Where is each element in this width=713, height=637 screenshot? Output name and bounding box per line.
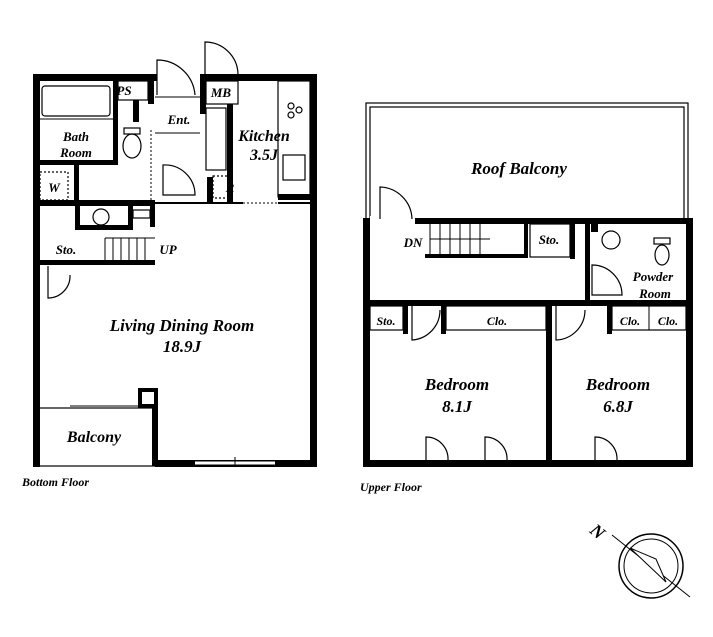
ps-label: PS: [116, 83, 131, 98]
window-door[interactable]: [425, 436, 449, 461]
bedroom2-door[interactable]: [555, 306, 586, 341]
north-label: N: [585, 519, 609, 544]
stairs: [104, 237, 155, 262]
stairs-up-label: UP: [159, 242, 177, 257]
upper-floor-caption: Upper Floor: [360, 480, 422, 494]
roof-door[interactable]: [379, 186, 413, 220]
balcony-label: Balcony: [66, 429, 122, 446]
kitchen-sink: [282, 154, 306, 181]
mb-box: [205, 80, 239, 105]
kitchen-size: 3.5J: [249, 147, 279, 164]
wall: [33, 74, 157, 81]
bedroom1-label: Bedroom: [424, 375, 489, 394]
storage-hall-label: Sto.: [539, 232, 560, 247]
refrigerator-label: R: [225, 180, 235, 195]
window-door[interactable]: [594, 436, 618, 461]
window-door[interactable]: [484, 436, 508, 461]
upper-floor: Roof Balcony DN Sto. Powder Room Sto. Cl…: [360, 102, 693, 494]
bath-label: Bath: [62, 129, 89, 144]
kitchen-label: Kitchen: [237, 128, 290, 145]
door[interactable]: [162, 164, 196, 196]
storage-door[interactable]: [204, 41, 239, 78]
bedroom2-size: 6.8J: [603, 397, 633, 416]
wall: [33, 74, 40, 467]
sink: [92, 208, 110, 226]
mb-label: MB: [210, 85, 232, 100]
stairs: [425, 224, 528, 258]
storage-bed1-label: Sto.: [376, 314, 395, 328]
entrance-label: Ent.: [167, 112, 191, 127]
wall: [310, 74, 317, 467]
living-size: 18.9J: [163, 337, 202, 356]
toilet: [122, 133, 142, 159]
door[interactable]: [47, 266, 71, 299]
bedroom1-door[interactable]: [411, 306, 441, 341]
roof-balcony-label: Roof Balcony: [470, 159, 567, 178]
storage-label: Sto.: [56, 242, 77, 257]
entrance-door[interactable]: [156, 59, 196, 96]
bottom-floor-caption: Bottom Floor: [21, 475, 89, 489]
bath-label-2: Room: [59, 145, 92, 160]
washer-label: W: [48, 180, 61, 195]
powder-room-label: Powder: [633, 269, 674, 284]
wall: [33, 160, 118, 165]
powder-room-door[interactable]: [591, 264, 623, 296]
closet-bed2b-label: Clo.: [658, 314, 678, 328]
toilet: [654, 244, 670, 266]
bottom-floor: PS MB Ent. Kitchen 3.5J Bath Room W R St…: [21, 41, 317, 489]
wall: [33, 460, 40, 467]
refrigerator-box: [212, 175, 233, 199]
sink: [601, 230, 621, 250]
wall: [113, 81, 118, 165]
powder-room-label-2: Room: [638, 286, 671, 301]
compass-icon: N: [585, 519, 691, 599]
living-label: Living Dining Room: [109, 316, 255, 335]
bedroom1-size: 8.1J: [442, 397, 472, 416]
closet-bed2a-label: Clo.: [620, 314, 640, 328]
closet-bed1-label: Clo.: [487, 314, 507, 328]
closet-box: [445, 305, 547, 331]
wall: [152, 390, 158, 466]
bathtub: [41, 85, 111, 117]
bedroom2-label: Bedroom: [585, 375, 650, 394]
wall: [200, 74, 317, 81]
stairs-down-label: DN: [403, 235, 423, 250]
